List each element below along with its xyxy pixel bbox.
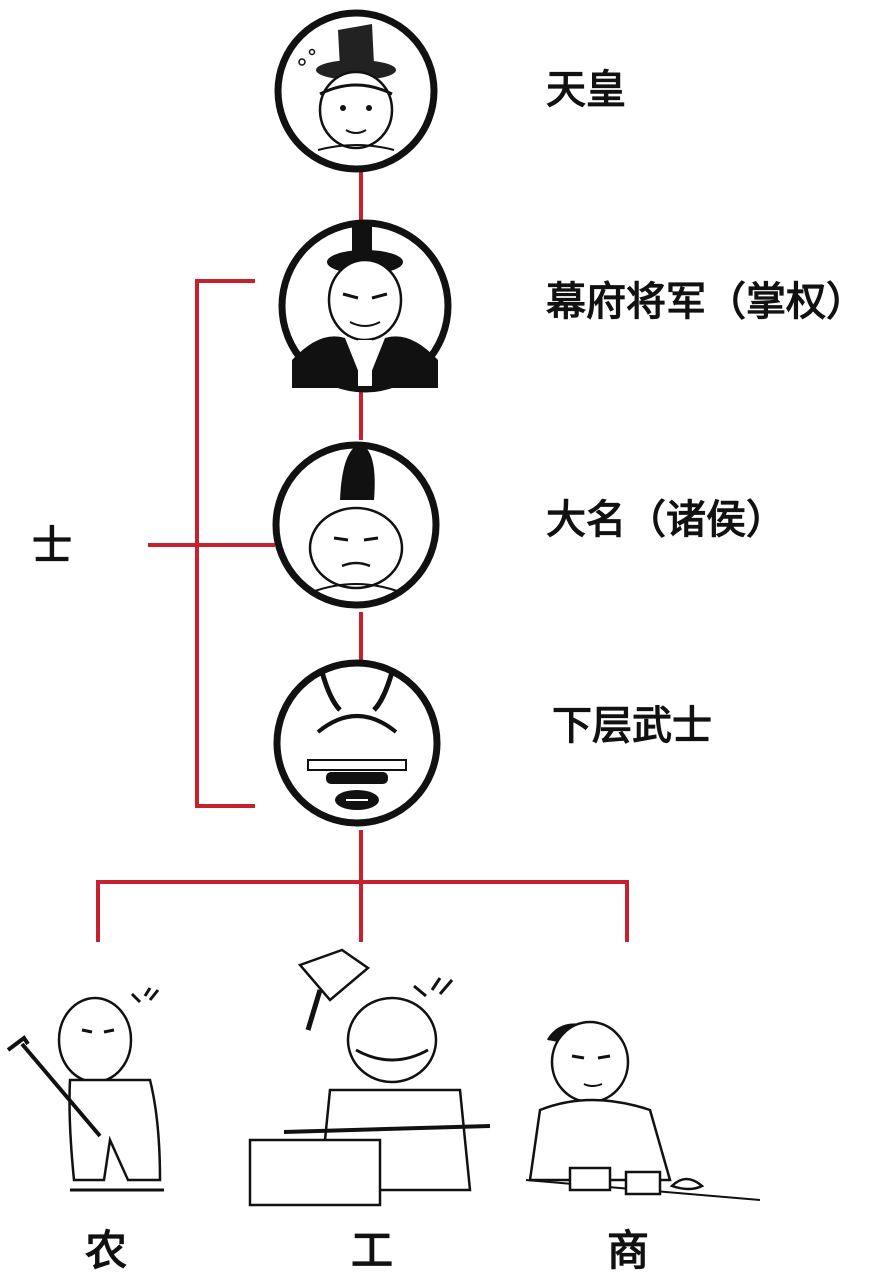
emperor-portrait-icon [274,9,438,173]
connector-lines [96,168,629,942]
shogun-portrait-icon [278,219,452,393]
samurai-portrait-icon [273,659,441,827]
rank-label-shogun: 幕府将军（掌权） [546,279,866,325]
farmer-figure-icon [6,987,164,1192]
caste-label-craftsman: 工 [350,1226,393,1275]
caste-label-farmer: 农 [84,1226,127,1275]
merchant-figure-icon [525,1020,761,1201]
caste-label-merchant: 商 [606,1226,649,1275]
rank-label-daimyo: 大名（诸侯） [546,497,786,543]
group-label-warrior-class: 士 [32,523,72,569]
daimyo-portrait-icon [272,441,440,609]
rank-label-emperor: 天皇 [546,67,626,113]
rank-label-lower-samurai: 下层武士 [552,703,712,749]
craftsman-figure-icon [248,948,491,1207]
